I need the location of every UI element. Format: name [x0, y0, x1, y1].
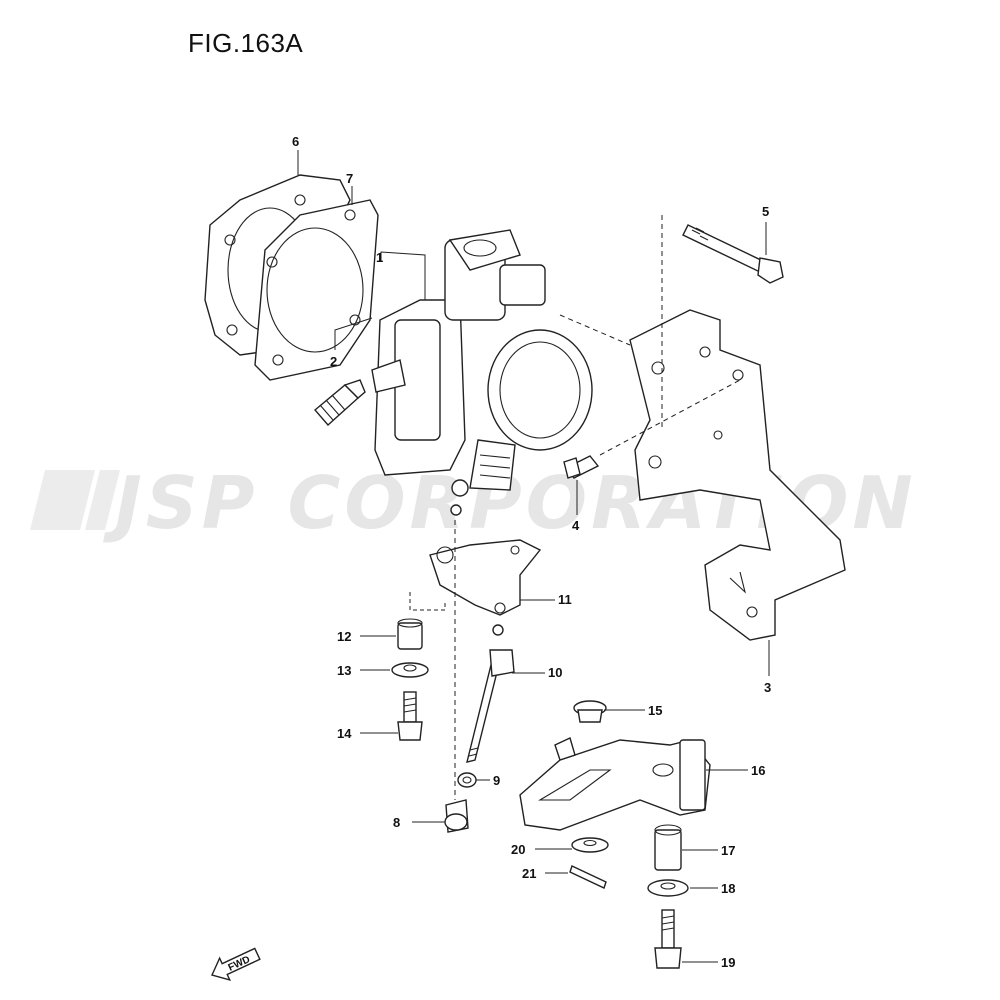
cotter-pin-part [569, 865, 607, 889]
callout-8: 8 [393, 815, 400, 830]
throttle-body-part [371, 229, 593, 516]
collar-part [397, 618, 423, 650]
callout-14: 14 [337, 726, 352, 741]
fwd-label: FWD [227, 954, 252, 974]
callout-17: 17 [721, 843, 735, 858]
leader-lines [297, 150, 770, 963]
washer-part [391, 662, 429, 678]
stay-part [429, 539, 542, 636]
callout-7: 7 [346, 171, 353, 186]
callout-15: 15 [648, 703, 662, 718]
callout-4: 4 [572, 518, 580, 533]
callout-19: 19 [721, 955, 735, 970]
rod-part [466, 649, 515, 763]
lever-plate-part [519, 737, 711, 831]
nut-part [457, 772, 477, 788]
callout-16: 16 [751, 763, 765, 778]
callout-13: 13 [337, 663, 351, 678]
washer-lower-part [647, 879, 689, 897]
callout-6: 6 [292, 134, 299, 149]
sleeve-part [654, 824, 682, 871]
joint-part [444, 799, 469, 833]
gasket-part [254, 199, 379, 381]
callout-1: 1 [376, 250, 383, 265]
callout-9: 9 [493, 773, 500, 788]
sensor-part [314, 379, 366, 426]
washer-small-part [571, 837, 609, 853]
callout-3: 3 [764, 680, 771, 695]
callout-10: 10 [548, 665, 562, 680]
callout-2: 2 [330, 354, 337, 369]
callout-21: 21 [522, 866, 536, 881]
callout-18: 18 [721, 881, 735, 896]
callout-5: 5 [762, 204, 769, 219]
long-bolt-part [682, 224, 784, 284]
bracket-part [629, 309, 846, 641]
fwd-direction-badge: FWD [211, 947, 261, 982]
long-flange-bolt-part [654, 909, 682, 969]
flange-bolt-part [397, 691, 423, 741]
figure-title: FIG.163A [188, 28, 304, 58]
bolt-part [563, 455, 600, 479]
spacer-cap-part [573, 700, 607, 723]
callout-11: 11 [558, 592, 572, 607]
callout-20: 20 [511, 842, 525, 857]
callout-12: 12 [337, 629, 351, 644]
